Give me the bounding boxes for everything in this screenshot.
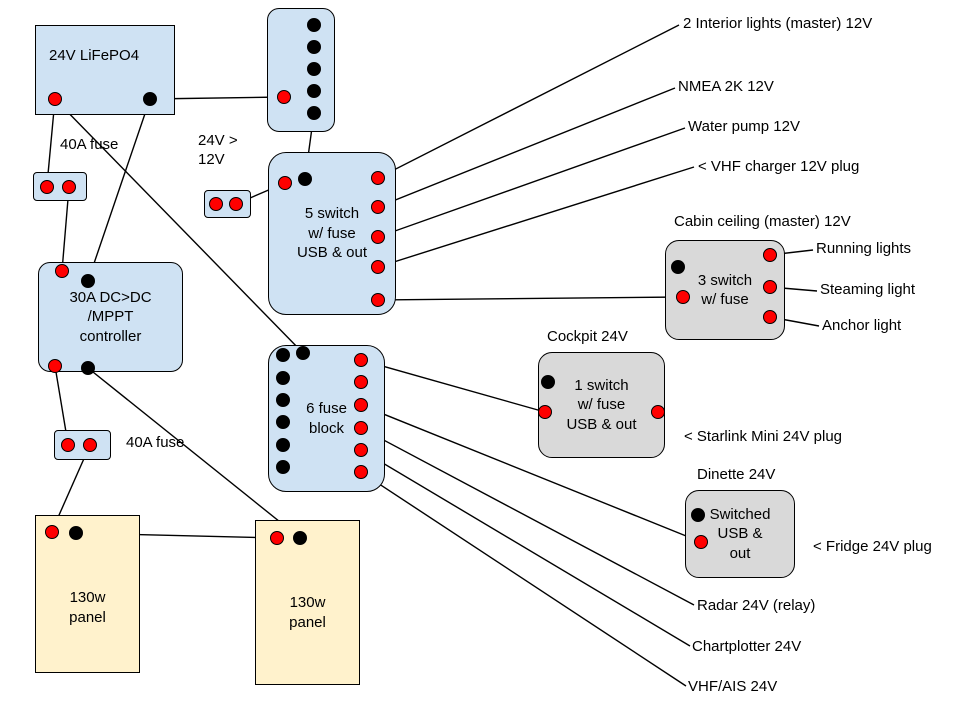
label-vhf-charger: < VHF charger 12V plug (698, 158, 860, 175)
label-water-pump: Water pump 12V (688, 118, 800, 135)
label-steaming-light: Steaming light (820, 281, 916, 298)
solar-panel-1-box: 130w panel (35, 515, 140, 673)
switch-panel-5-label: 5 switch w/ fuse USB & out (296, 205, 368, 262)
wire (87, 98, 151, 282)
solar-panel-2-label: 130w panel (289, 594, 326, 631)
switch-panel-5-box: 5 switch w/ fuse USB & out (268, 152, 396, 315)
battery-box: 24V LiFePO4 (35, 25, 175, 115)
wire (87, 367, 301, 539)
wire (61, 186, 70, 272)
fuse-bottom-box (54, 430, 111, 460)
cockpit-switch-box: 1 switch w/ fuse USB & out (538, 352, 665, 458)
solar-panel-2-box: 130w panel (255, 520, 360, 685)
converter-24v-12v-box (204, 190, 251, 218)
cockpit-switch-label: 1 switch w/ fuse USB & out (566, 376, 637, 433)
label-anchor-light: Anchor light (822, 317, 902, 334)
wire (360, 427, 695, 606)
fuse-top-box (33, 172, 87, 201)
label-interior-lights: 2 Interior lights (master) 12V (683, 15, 873, 32)
label-radar: Radar 24V (relay) (697, 597, 816, 614)
wire (360, 359, 546, 413)
fuse-bottom-label: 40A fuse (126, 434, 185, 451)
dcdc-mppt-controller-box: 30A DC>DC /MPPT controller (38, 262, 183, 372)
wire (377, 296, 684, 301)
dinette-usb-label: Switched USB & out (709, 505, 771, 562)
wire (360, 404, 702, 543)
bus-bar-box (267, 8, 335, 132)
wire (377, 87, 676, 208)
label-nmea: NMEA 2K 12V (678, 78, 774, 95)
wire (377, 24, 680, 179)
label-running-lights: Running lights (816, 240, 912, 257)
wire (360, 449, 691, 647)
converter-24v-12v-label: 24V > 12V (198, 132, 238, 168)
fuse-block-6-box: 6 fuse block (268, 345, 385, 492)
dinette-title: Dinette 24V (697, 466, 776, 483)
cabin-title: Cabin ceiling (master) 12V (674, 213, 851, 230)
label-fridge: < Fridge 24V plug (813, 538, 932, 555)
wire (377, 166, 695, 268)
dcdc-mppt-controller-label: 30A DC>DC /MPPT controller (69, 288, 152, 345)
wire (377, 127, 686, 238)
wire (360, 471, 687, 687)
fuse-top-label: 40A fuse (60, 136, 119, 153)
dinette-usb-box: Switched USB & out (685, 490, 795, 578)
label-vhf-ais: VHF/AIS 24V (688, 678, 778, 695)
solar-panel-1-label: 130w panel (69, 589, 106, 626)
wire (54, 98, 304, 354)
label-chartplotter: Chartplotter 24V (692, 638, 802, 655)
cockpit-title: Cockpit 24V (547, 328, 628, 345)
cabin-switch-box: 3 switch w/ fuse (665, 240, 785, 340)
label-starlink: < Starlink Mini 24V plug (684, 428, 842, 445)
battery-label: 24V LiFePO4 (49, 47, 140, 64)
fuse-block-6-label: 6 fuse block (306, 400, 347, 437)
cabin-switch-label: 3 switch w/ fuse (697, 271, 753, 309)
